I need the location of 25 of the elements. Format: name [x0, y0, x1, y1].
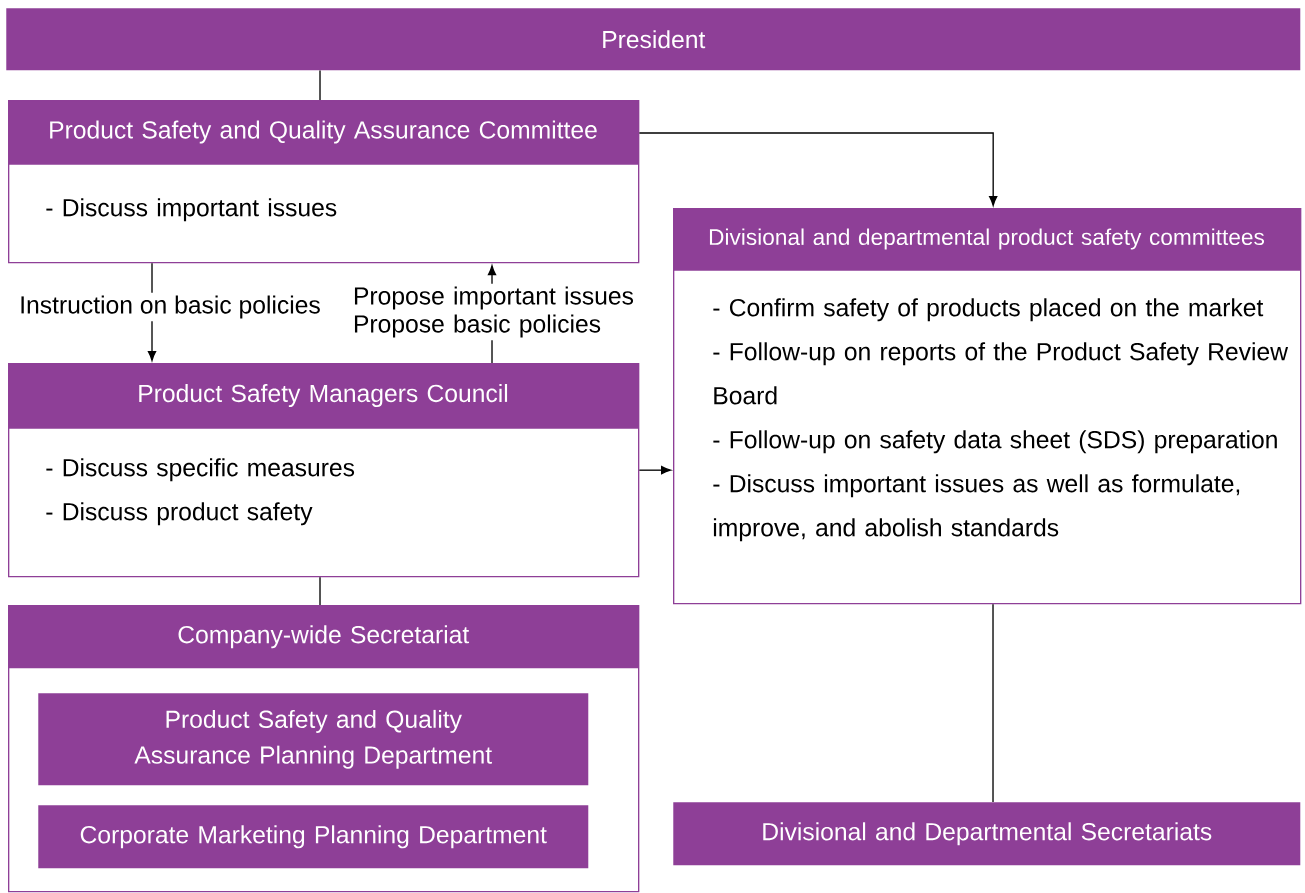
- arrow: [638, 132, 998, 206]
- heading: Product Safety and Quality Assurance Committee: [50, 120, 597, 144]
- arrow: [638, 466, 672, 475]
- department-box: Product Safety and Quality Assurance Planning Department: [38, 693, 589, 786]
- heading: Divisional and departmental product safety committees: [709, 228, 1265, 250]
- connector-line: [992, 603, 994, 803]
- bullet-text: - Discuss product safety: [46, 502, 313, 526]
- committee-panel: [8, 100, 640, 264]
- bullet-text: - Discuss important issues as well as formulate, improve, and abolish standards: [713, 474, 1240, 542]
- connector-line: [319, 576, 321, 606]
- committee-panel: [673, 208, 1302, 605]
- bullet-text: - Discuss important issues: [46, 198, 337, 222]
- heading: Product Safety Managers Council: [139, 384, 508, 407]
- secretariat-box: Divisional and Departmental Secretariats: [673, 802, 1301, 866]
- edge-label: Instruction on basic policies: [16, 292, 324, 322]
- council-panel: [8, 363, 640, 578]
- title-band: President: [6, 8, 1301, 71]
- bullet-text: - Follow-up on safety data sheet (SDS) preparation: [713, 430, 1277, 454]
- bullet-text: - Discuss specific measures: [46, 458, 355, 482]
- edge-label: Propose important issues Propose basic policies: [350, 283, 651, 341]
- connector-line: [319, 69, 321, 101]
- bullet-text: - Confirm safety of products placed on the market: [713, 298, 1264, 322]
- department-box: Corporate Marketing Planning Department: [38, 805, 589, 869]
- secretariat-band: Company-wide Secretariat: [8, 605, 639, 669]
- bullet-text: - Follow-up on reports of the Product Safety Review Board: [713, 342, 1289, 405]
